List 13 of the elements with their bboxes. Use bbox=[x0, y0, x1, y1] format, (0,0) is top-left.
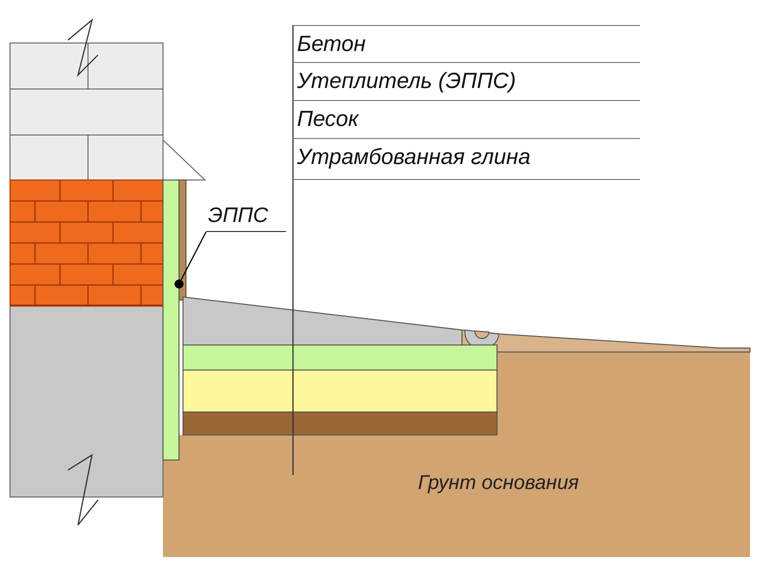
ground-label: Грунт основания bbox=[418, 472, 579, 495]
clay-layer bbox=[182, 412, 498, 436]
insulation-layer bbox=[182, 344, 498, 370]
leader-line bbox=[292, 25, 294, 475]
sand-layer bbox=[182, 370, 498, 412]
leader-line bbox=[174, 232, 207, 288]
layer-label: Утеплитель (ЭППС) bbox=[293, 63, 640, 101]
layer-label: Бетон bbox=[293, 25, 640, 63]
layer-label: Песок bbox=[293, 101, 640, 139]
layer-label: Утрамбованная глина bbox=[293, 139, 640, 180]
insulation-strip bbox=[162, 180, 180, 460]
callout-label: ЭППС bbox=[206, 202, 286, 232]
concrete-slab bbox=[182, 296, 462, 346]
